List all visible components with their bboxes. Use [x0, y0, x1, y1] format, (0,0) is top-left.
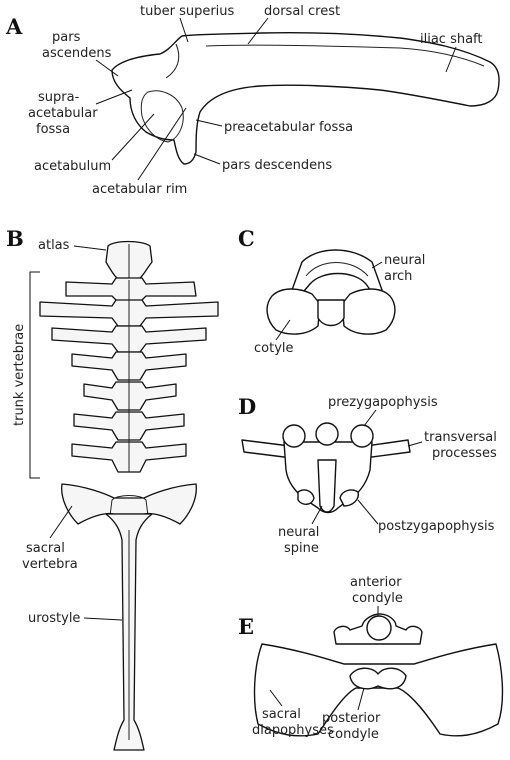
dorsal-crest-line — [205, 44, 485, 67]
trunk-vertebrae-bracket — [29, 271, 40, 479]
label-sacral-diapophyses-2: diapophyses — [252, 723, 334, 738]
prezygapophysis-left — [282, 424, 306, 448]
label-iliac-shaft: iliac shaft — [420, 32, 483, 47]
trunk-vertebrae-group — [39, 277, 219, 473]
label-anterior-condyle-2: condyle — [352, 591, 403, 606]
vertebral-column-drawing — [39, 240, 219, 751]
label-transversal-1: transversal — [424, 430, 497, 445]
leader-urostyle — [83, 617, 123, 621]
leader-preacetabular-fossa — [195, 119, 223, 127]
label-prezygapophysis: prezygapophysis — [328, 395, 438, 410]
label-posterior-condyle-2: condyle — [328, 727, 379, 742]
sacral-vertebra — [61, 483, 197, 525]
label-neural-arch-2: arch — [384, 269, 412, 284]
neural-spine — [317, 459, 337, 513]
leader-acetabular-rim — [137, 107, 187, 181]
leader-pars-ascendens — [95, 59, 119, 77]
prezygapophysis-right — [350, 424, 374, 448]
label-sacral-vertebra-2: vertebra — [22, 557, 78, 572]
label-transversal-2: processes — [432, 446, 497, 461]
cotyle-left — [266, 288, 321, 335]
centrum-c — [317, 299, 345, 327]
postzygapophysis-right — [339, 489, 359, 507]
label-urostyle: urostyle — [28, 611, 80, 626]
leader-postzygapophysis — [357, 499, 379, 525]
label-tuber-superius: tuber superius — [140, 4, 235, 19]
label-sacral-diapophyses-1: sacral — [262, 707, 301, 722]
leader-supra-acetabular — [95, 89, 133, 105]
panel-d: D prezygapophysis transversal processes … — [238, 394, 497, 556]
label-atlas: atlas — [38, 238, 70, 253]
leader-neural-arch — [371, 261, 383, 269]
label-pars-ascendens-2: ascendens — [42, 46, 112, 61]
label-cotyle: cotyle — [254, 341, 294, 356]
label-acetabulum: acetabulum — [34, 159, 111, 174]
posterior-condyle — [349, 667, 407, 690]
label-trunk-vertebrae: trunk vertebrae — [12, 324, 27, 426]
panel-b: B atlas tr — [6, 226, 219, 751]
ilium-drawing — [111, 32, 500, 165]
label-dorsal-crest: dorsal crest — [264, 4, 340, 19]
sacral-vertebra-e-drawing — [253, 613, 504, 737]
panel-a: A tuber superius dorsal crest iliac shaf… — [5, 4, 500, 197]
leader-iliac-shaft — [445, 46, 457, 73]
neural-arch-inner — [305, 262, 369, 277]
label-supra-acetabular-3: fossa — [36, 122, 70, 137]
label-pars-descendens: pars descendens — [222, 158, 332, 173]
acetabulum-outline — [140, 90, 184, 143]
leader-sacral-diapophyses — [269, 689, 283, 707]
label-posterior-condyle-1: posterior — [322, 711, 381, 726]
dorsal-vertebra-drawing — [241, 422, 411, 514]
panel-a-letter: A — [5, 14, 23, 39]
panel-e: E anterior condyle sacral diapophyses po… — [238, 575, 504, 742]
label-acetabular-rim: acetabular rim — [92, 182, 187, 197]
sacral-diapophyses-outline — [253, 643, 504, 737]
leader-dorsal-crest — [247, 17, 269, 45]
panel-c: C neural arch cotyle — [238, 226, 425, 356]
leader-atlas — [73, 245, 107, 251]
label-neural-spine-1: neural — [278, 525, 319, 540]
leader-transversal — [407, 441, 423, 447]
trunk-vertebra-5 — [83, 381, 177, 411]
tuber-line — [165, 43, 180, 79]
leader-posterior-condyle — [357, 687, 365, 711]
cotyle-vertebra-drawing — [266, 249, 396, 335]
label-preacetabular-fossa: preacetabular fossa — [224, 120, 353, 135]
leader-sacral-vertebra — [49, 505, 73, 539]
trunk-vertebra-1 — [65, 277, 197, 303]
label-neural-spine-2: spine — [284, 541, 319, 556]
prezygapophysis-center — [315, 422, 339, 446]
leader-tuber-superius — [179, 17, 189, 43]
leader-prezygapophysis — [363, 409, 377, 427]
panel-e-letter: E — [238, 614, 254, 639]
panel-b-letter: B — [6, 226, 24, 251]
panel-d-letter: D — [238, 394, 256, 419]
label-supra-acetabular-2: acetabular — [28, 106, 98, 121]
anterior-condyle — [366, 615, 392, 641]
leader-neural-spine — [311, 505, 323, 525]
leader-cotyle — [275, 319, 291, 341]
leader-pars-descendens — [193, 153, 221, 165]
label-supra-acetabular-1: supra- — [38, 90, 80, 105]
label-anterior-condyle-1: anterior — [350, 575, 402, 590]
label-sacral-vertebra-1: sacral — [26, 541, 65, 556]
label-postzygapophysis: postzygapophysis — [378, 519, 495, 534]
cotyle-right — [341, 288, 396, 335]
postzygapophysis-left — [297, 489, 315, 505]
label-neural-arch-1: neural — [384, 253, 425, 268]
ilium-outline — [111, 32, 500, 165]
leader-acetabulum — [111, 113, 155, 161]
panel-c-letter: C — [238, 226, 255, 251]
label-pars-ascendens-1: pars — [52, 30, 81, 45]
